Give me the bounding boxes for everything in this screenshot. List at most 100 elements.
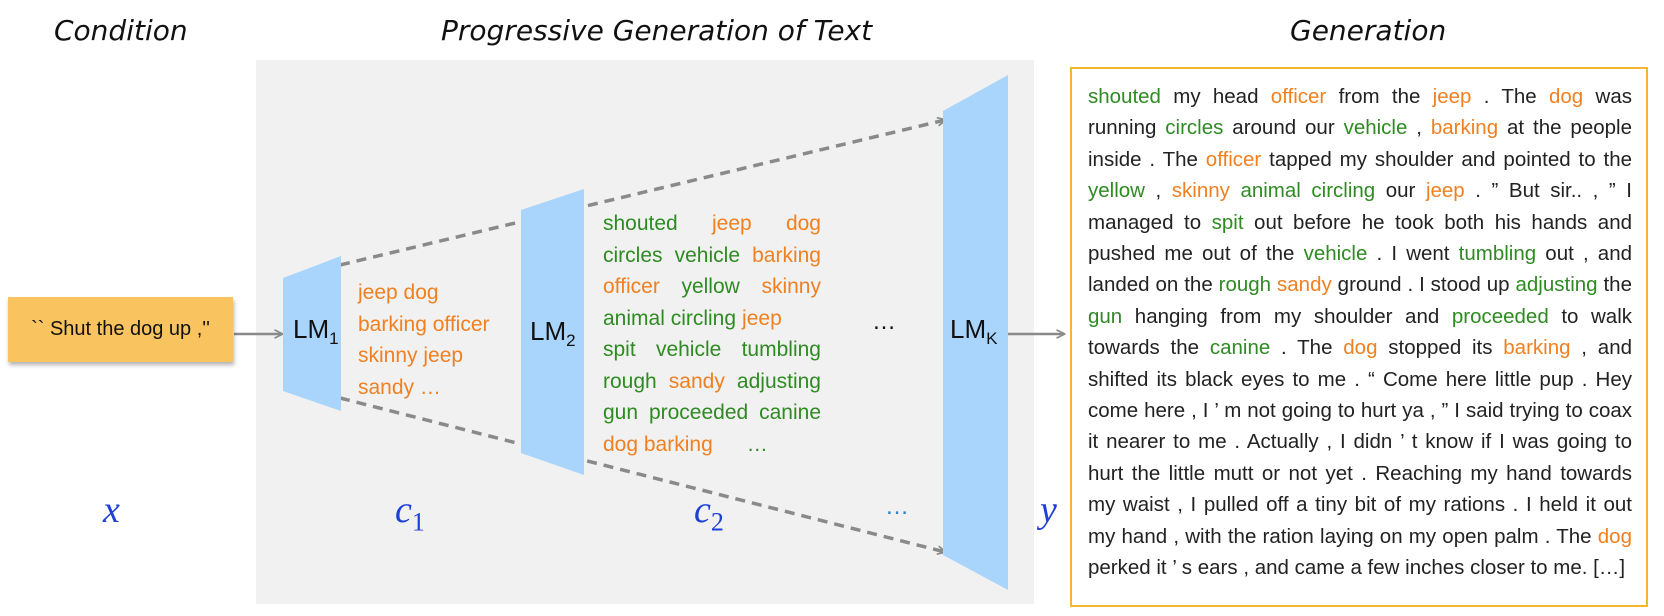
var-c1: c1 — [395, 488, 425, 538]
generated-text: our — [1375, 179, 1426, 203]
generated-text — [1230, 179, 1241, 202]
keyword: rough — [603, 369, 657, 393]
keyword-highlight: dog — [1343, 336, 1378, 360]
generated-text: the — [1597, 273, 1632, 297]
keyword: yellow — [681, 275, 740, 298]
keyword-highlight: shouted — [1088, 85, 1161, 108]
keyword-line: gun proceeded canine — [603, 397, 821, 429]
keyword: officer — [603, 275, 660, 298]
progressive-generation-panel — [256, 60, 1034, 604]
generated-text: was running — [1088, 85, 1632, 140]
keyword-line: skinny jeep — [358, 340, 490, 372]
keyword: dog barking — [603, 432, 713, 456]
generated-text: tapped my shoulder and pointed to the — [1261, 147, 1632, 171]
lm2-subscript: 2 — [566, 331, 576, 351]
lm2-block — [521, 189, 584, 475]
keyword-line: circles vehicle barking — [603, 240, 821, 272]
upper-dashed-arrow — [339, 120, 945, 267]
keyword: proceeded — [648, 401, 749, 424]
keyword-highlight: barking — [1503, 336, 1571, 360]
generated-text: stopped its — [1377, 336, 1504, 360]
var-c1-base: c — [395, 489, 412, 531]
generated-text: out , and landed on the — [1088, 242, 1632, 297]
lmk-base: LM — [950, 314, 987, 344]
keyword: skinny — [761, 275, 821, 298]
generated-text: around our — [1223, 116, 1344, 140]
keyword: barking — [752, 243, 821, 267]
keyword-highlight: dog — [1549, 85, 1584, 108]
keyword-highlight: adjusting — [1515, 273, 1598, 297]
keyword: … — [746, 432, 768, 456]
lm2-label: LM2 — [530, 316, 576, 351]
generated-text: perked it ’ s ears , and came a few inch… — [1088, 556, 1626, 580]
keyword: jeep dog — [358, 281, 439, 304]
keyword: spit — [603, 338, 636, 361]
keyword-highlight: sandy — [1277, 273, 1332, 297]
keyword: gun — [603, 401, 639, 424]
keyword-highlight: jeep — [1432, 85, 1472, 108]
generated-text: hanging from my shoulder and — [1122, 304, 1452, 328]
var-x: x — [103, 489, 120, 531]
keyword: vehicle — [674, 243, 740, 267]
lm1-block — [283, 256, 341, 411]
lm1-label: LM1 — [293, 314, 339, 349]
generated-text: ground . I stood up — [1331, 273, 1516, 297]
generated-text: . The — [1471, 85, 1549, 108]
generated-text: my head — [1160, 85, 1271, 108]
var-c1-subscript: 1 — [411, 507, 425, 537]
keyword: sandy … — [358, 375, 441, 399]
condition-text: `` Shut the dog up ,'' — [31, 318, 210, 340]
generation-heading: Generation — [1290, 14, 1447, 47]
keyword: sandy — [668, 369, 725, 393]
keyword-highlight: circles — [1165, 116, 1224, 140]
var-ellipsis: … — [885, 493, 909, 520]
keyword: tumbling — [741, 338, 821, 361]
var-c2-base: c — [694, 489, 711, 531]
keyword: animal circling — [603, 306, 737, 330]
keyword-highlight: vehicle — [1303, 242, 1368, 266]
intermediate-stages-ellipsis: … — [872, 308, 896, 335]
var-y: y — [1040, 489, 1057, 531]
keyword: barking officer — [358, 312, 490, 336]
keyword: vehicle — [655, 338, 722, 361]
keyword-highlight: yellow — [1088, 179, 1145, 203]
keyword-highlight: officer — [1205, 147, 1262, 171]
keyword: shouted — [603, 212, 678, 235]
condition-heading: Condition — [54, 14, 188, 47]
lmk-label: LMK — [950, 314, 997, 349]
keyword: canine — [759, 401, 821, 424]
keyword-line: jeep dog — [358, 277, 490, 309]
keyword-highlight: jeep — [1425, 179, 1465, 203]
keyword-highlight: vehicle — [1343, 116, 1408, 140]
keyword-line: officer yellow skinny — [603, 271, 821, 303]
lower-dashed-arrow — [339, 396, 945, 552]
generated-text: out before he took both his hands and pu… — [1088, 210, 1632, 266]
generated-text: at the people inside . The — [1088, 116, 1632, 171]
var-c2-subscript: 2 — [710, 507, 724, 537]
keyword-highlight: rough — [1218, 273, 1272, 297]
keyword-line: sandy … — [358, 372, 490, 404]
keyword-highlight: spit — [1211, 210, 1244, 234]
keyword-highlight: dog — [1597, 524, 1632, 548]
keyword-line: spit vehicle tumbling — [603, 334, 821, 366]
keyword: circles — [603, 243, 663, 267]
lm1-base: LM — [293, 314, 330, 344]
keyword-highlight: proceeded — [1451, 304, 1549, 328]
keyword: jeep — [711, 212, 752, 235]
lmk-subscript: K — [986, 329, 998, 349]
keyword: jeep — [742, 306, 782, 330]
generated-text: , and shifted its black eyes to me . “ C… — [1088, 336, 1632, 548]
lm1-subscript: 1 — [329, 329, 339, 349]
keyword-highlight: canine — [1209, 336, 1271, 360]
generated-text: , — [1144, 179, 1172, 203]
c1-keywords: jeep dog barking officer skinny jeep sandy … — [358, 277, 490, 403]
keyword-highlight: animal circling — [1240, 179, 1376, 203]
keyword-highlight: skinny — [1171, 179, 1230, 203]
condition-box: `` Shut the dog up ,'' — [8, 297, 233, 362]
lmk-block — [943, 75, 1008, 590]
